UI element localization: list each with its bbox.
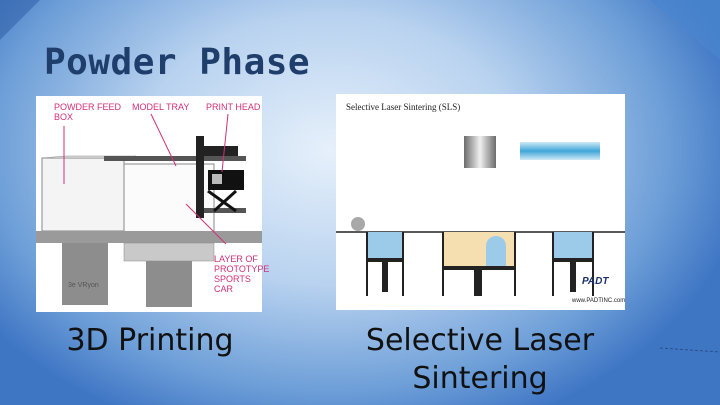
caption-3d-printing: 3D Printing (66, 323, 234, 358)
sls-diagram-title: Selective Laser Sintering (SLS) (346, 102, 461, 112)
printer-diagram: POWDER FEED BOX MODEL TRAY PRINT HEAD LA… (36, 96, 269, 312)
image-credit: 3e VRyon (68, 282, 99, 289)
label-powder-feed: POWDER FEED BOX (54, 102, 122, 122)
sls-illustration (336, 136, 625, 296)
label-print-head: PRINT HEAD (206, 102, 261, 112)
brand-url: www.PADTINC.com (572, 298, 626, 304)
sls-diagram: Selective Laser Sintering (SLS) (336, 94, 625, 310)
label-model-tray: MODEL TRAY (132, 102, 190, 112)
printer-illustration (36, 113, 262, 307)
caption-selective-laser-sintering: Selective Laser Sintering (365, 323, 595, 396)
slide-title: Powder Phase (44, 42, 311, 83)
brand-logo: PADT (582, 276, 609, 287)
label-layer-prototype: LAYER OF PROTOTYPE SPORTS CAR (214, 254, 270, 294)
